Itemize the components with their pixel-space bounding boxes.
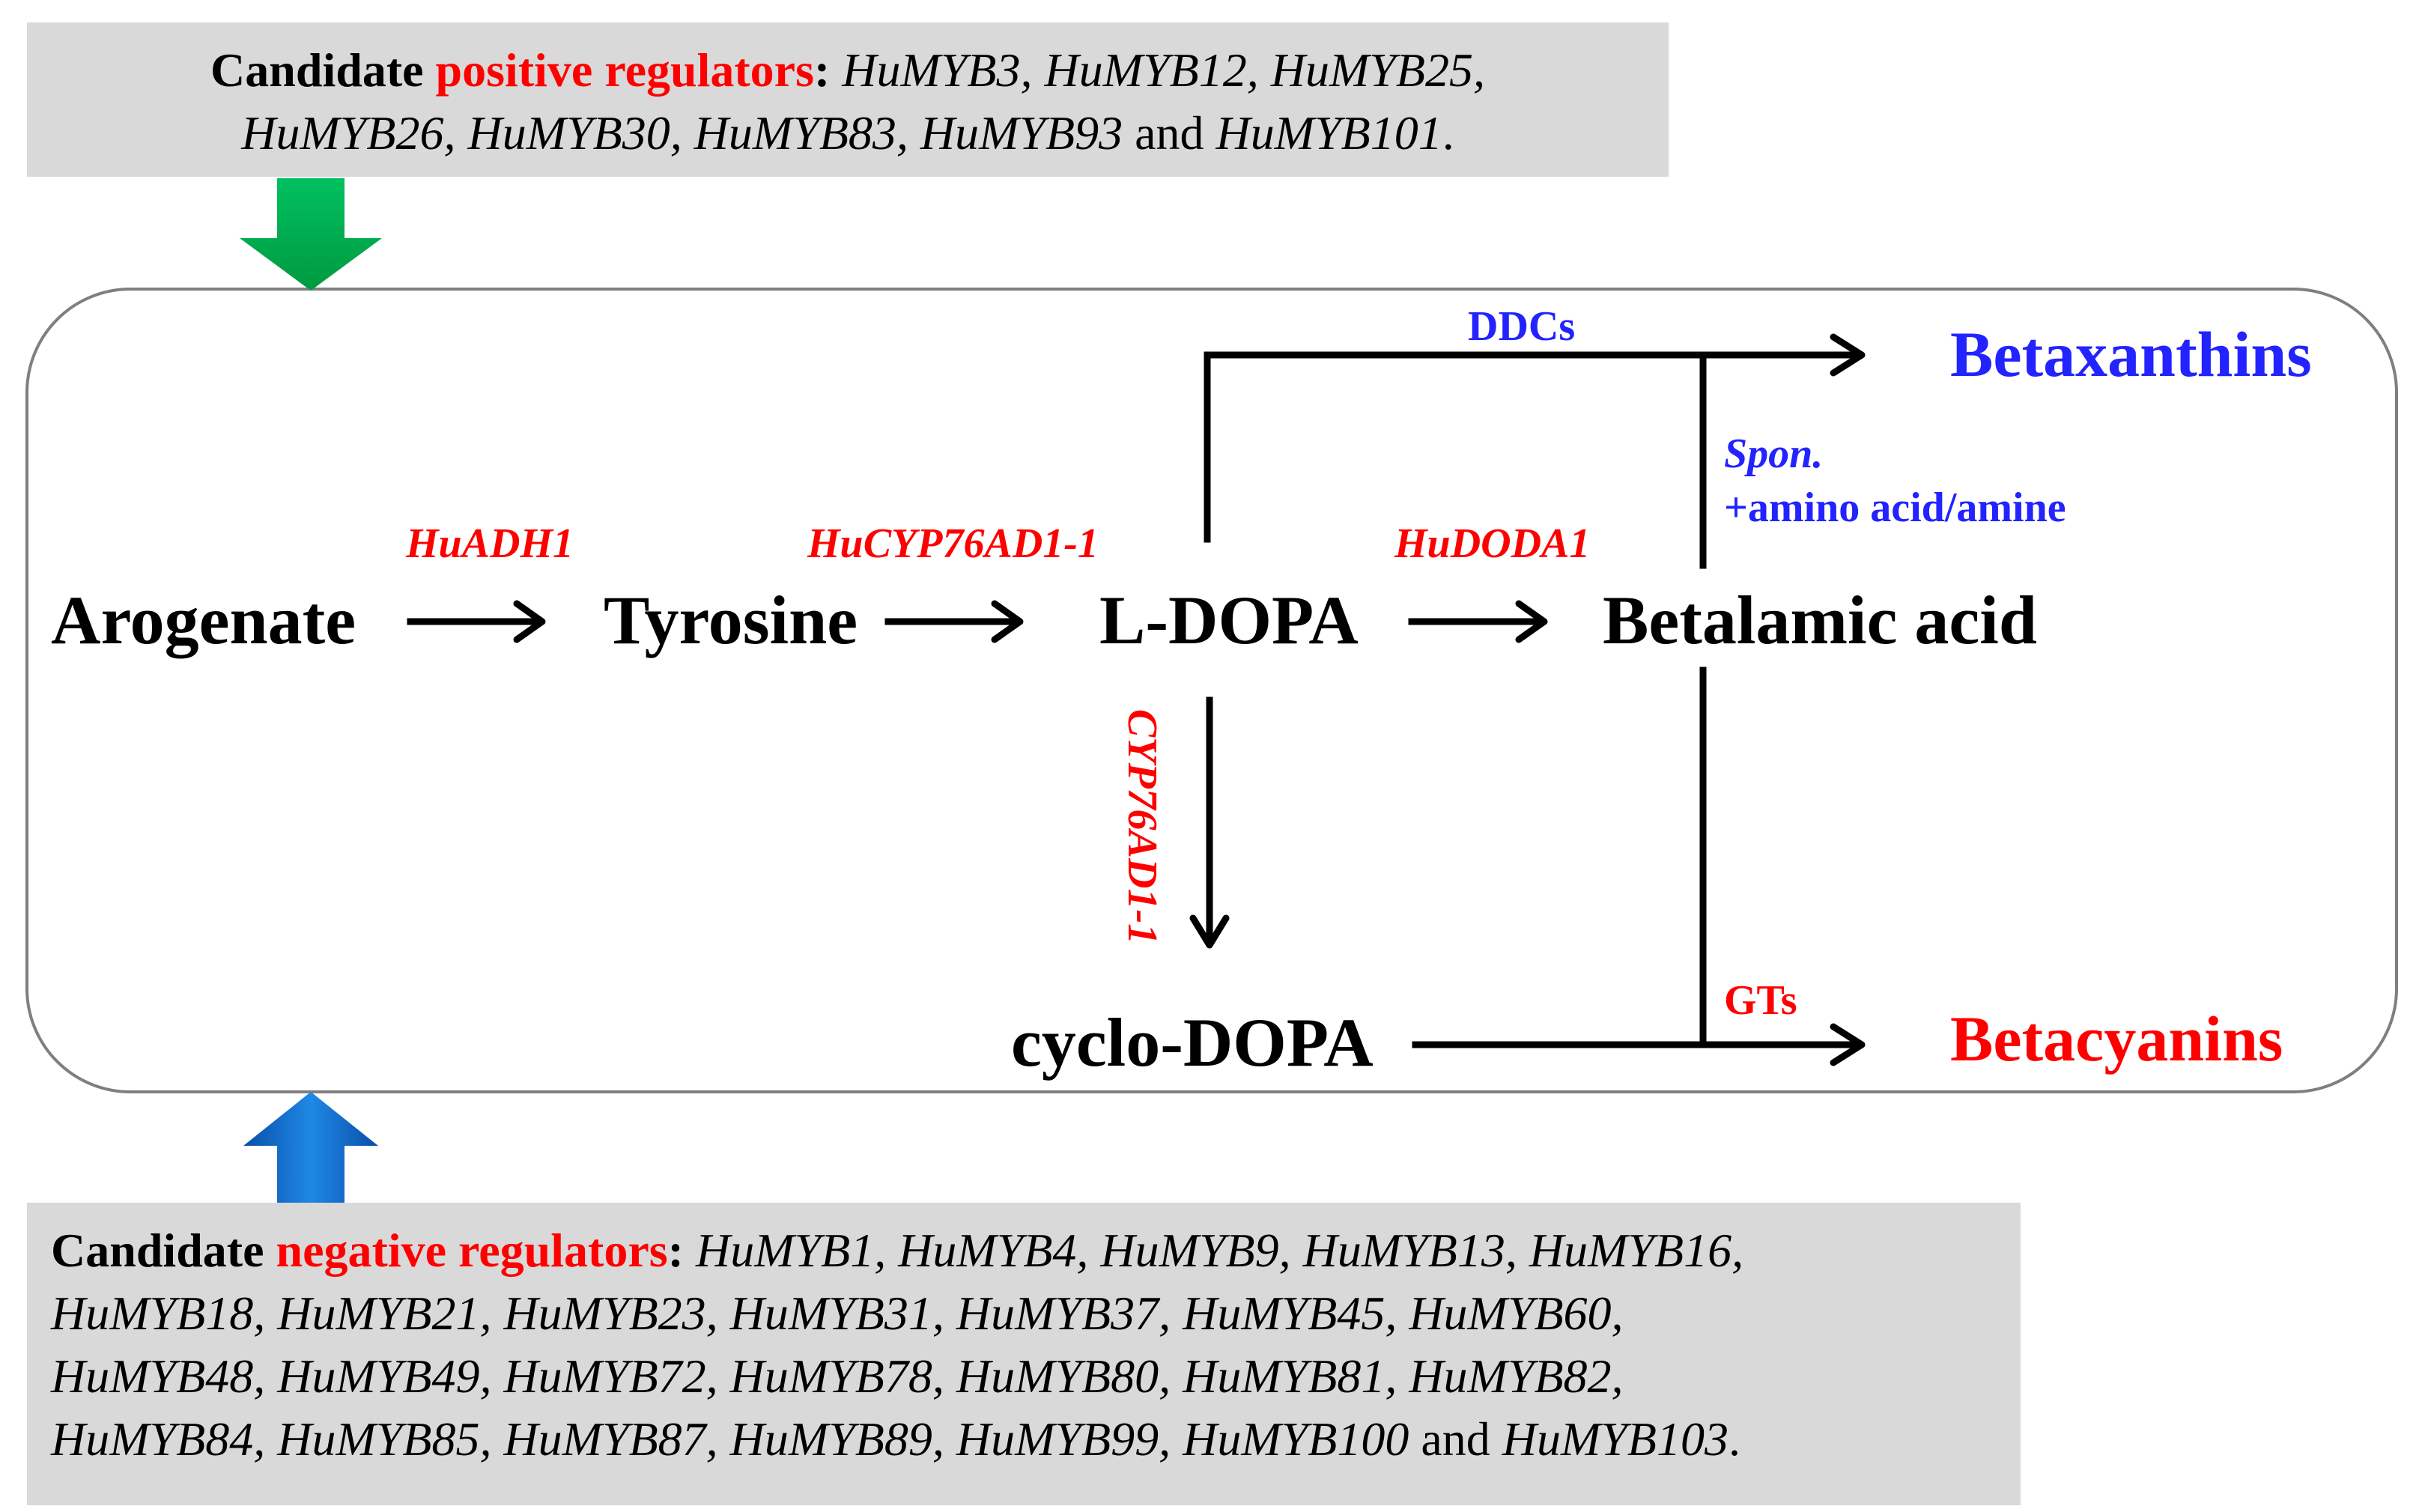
negative-last-gene: HuMYB103 [1502, 1412, 1729, 1466]
metabolite-betalamic-acid: Betalamic acid [1603, 582, 2037, 658]
enzyme-hucyp76ad1-1: HuCYP76AD1-1 [807, 520, 1099, 567]
negative-regulators-line-4: HuMYB84, HuMYB85, HuMYB87, HuMYB89, HuMY… [51, 1408, 2021, 1471]
enzyme-huadh1: HuADH1 [406, 520, 574, 567]
arrow-ldopa-betaxanthins [1204, 351, 1861, 543]
metabolite-cyclo-dopa: cyclo-DOPA [1011, 1004, 1374, 1081]
metabolite-ldopa: L-DOPA [1099, 582, 1359, 658]
negative-period: . [1728, 1412, 1740, 1466]
enzyme-hudoda1: HuDODA1 [1394, 520, 1591, 567]
positive-regulators-line-2: HuMYB26, HuMYB30, HuMYB83, HuMYB93 and H… [27, 102, 1669, 165]
positive-genes-line-2: HuMYB26, HuMYB30, HuMYB83, HuMYB93 [241, 106, 1123, 160]
arrowhead-betacyanins [1830, 1023, 1866, 1066]
negative-genes-line-3: HuMYB48, HuMYB49, HuMYB72, HuMYB78, HuMY… [51, 1349, 1624, 1403]
enzyme-gts: GTs [1724, 977, 1797, 1024]
enzyme-ddcs: DDCs [1468, 303, 1576, 350]
negative-colon: : [667, 1224, 684, 1277]
pathway-frame [25, 288, 2398, 1093]
enzyme-cyp76ad1-1: CYP76AD1-1 [1119, 708, 1165, 945]
negative-genes-line-1: HuMYB1, HuMYB4, HuMYB9, HuMYB13, HuMYB16… [695, 1224, 1744, 1277]
arrowhead-tyrosine [513, 600, 546, 643]
arrowhead-betaxanthins [1830, 333, 1866, 377]
arrowhead-betalamic [1515, 600, 1548, 643]
label-spontaneous: Spon. [1724, 431, 1824, 477]
positive-lead: Candidate [210, 43, 436, 97]
negative-regulators-line-1: Candidate negative regulators: HuMYB1, H… [51, 1219, 2021, 1282]
arrowhead-cyclodopa [1189, 914, 1230, 949]
arrowhead-ldopa [991, 600, 1024, 643]
product-betaxanthins: Betaxanthins [1950, 318, 2312, 390]
product-betacyanins: Betacyanins [1950, 1003, 2283, 1075]
negative-genes-line-2: HuMYB18, HuMYB21, HuMYB23, HuMYB31, HuMY… [51, 1287, 1624, 1340]
metabolite-tyrosine: Tyrosine [604, 582, 858, 658]
positive-regulators-line-1: Candidate positive regulators: HuMYB3, H… [27, 39, 1669, 102]
negative-highlight: negative regulators [276, 1224, 668, 1277]
negative-genes-line-4: HuMYB84, HuMYB85, HuMYB87, HuMYB89, HuMY… [51, 1412, 1409, 1466]
negative-and: and [1421, 1412, 1490, 1466]
negative-regulation-arrow [243, 1092, 378, 1203]
negative-lead: Candidate [51, 1224, 276, 1277]
positive-and: and [1135, 106, 1204, 160]
label-amino-acid-amine: +amino acid/amine [1724, 485, 2066, 531]
positive-regulators-box: Candidate positive regulators: HuMYB3, H… [27, 22, 1669, 177]
positive-highlight: positive regulators [435, 43, 814, 97]
metabolite-arogenate: Arogenate [51, 582, 356, 658]
positive-period: . [1442, 106, 1454, 160]
positive-genes-line-1: HuMYB3, HuMYB12, HuMYB25, [842, 43, 1485, 97]
positive-last-gene: HuMYB101 [1215, 106, 1442, 160]
positive-regulation-arrow [240, 178, 382, 291]
negative-regulators-box: Candidate negative regulators: HuMYB1, H… [27, 1203, 2021, 1505]
positive-colon: : [813, 43, 831, 97]
